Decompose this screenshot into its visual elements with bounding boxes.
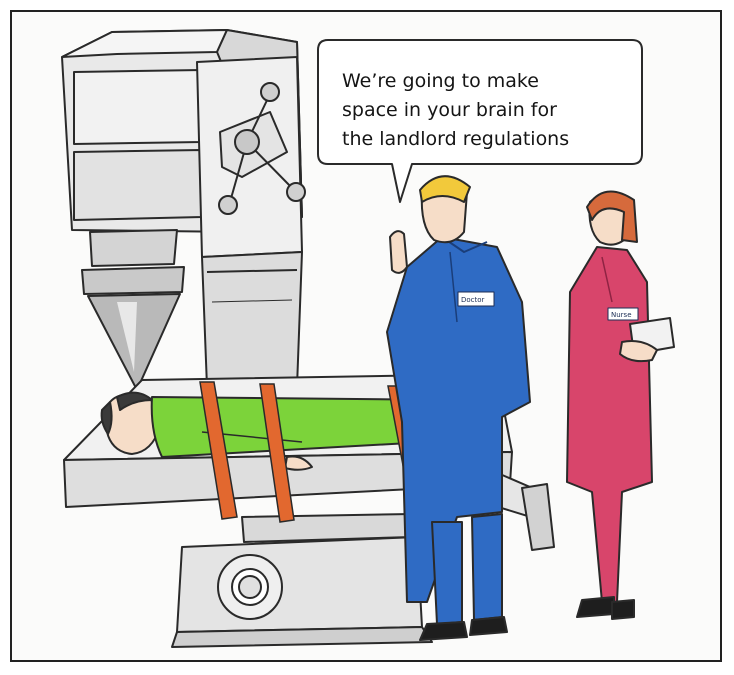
doctor-badge: Doctor (461, 296, 485, 304)
machine-base (171, 513, 433, 648)
cartoon-illustration: Doctor Nurse (61, 29, 675, 648)
cartoon-frame: Doctor Nurse We’re going to make space i… (10, 10, 722, 662)
nurse-badge: Nurse (611, 311, 632, 319)
doctor (386, 175, 531, 641)
speech-bubble (317, 39, 643, 203)
speech-bubble-text: We’re going to make space in your brain … (342, 70, 570, 150)
nurse (566, 190, 675, 620)
brain-machine (61, 29, 306, 391)
